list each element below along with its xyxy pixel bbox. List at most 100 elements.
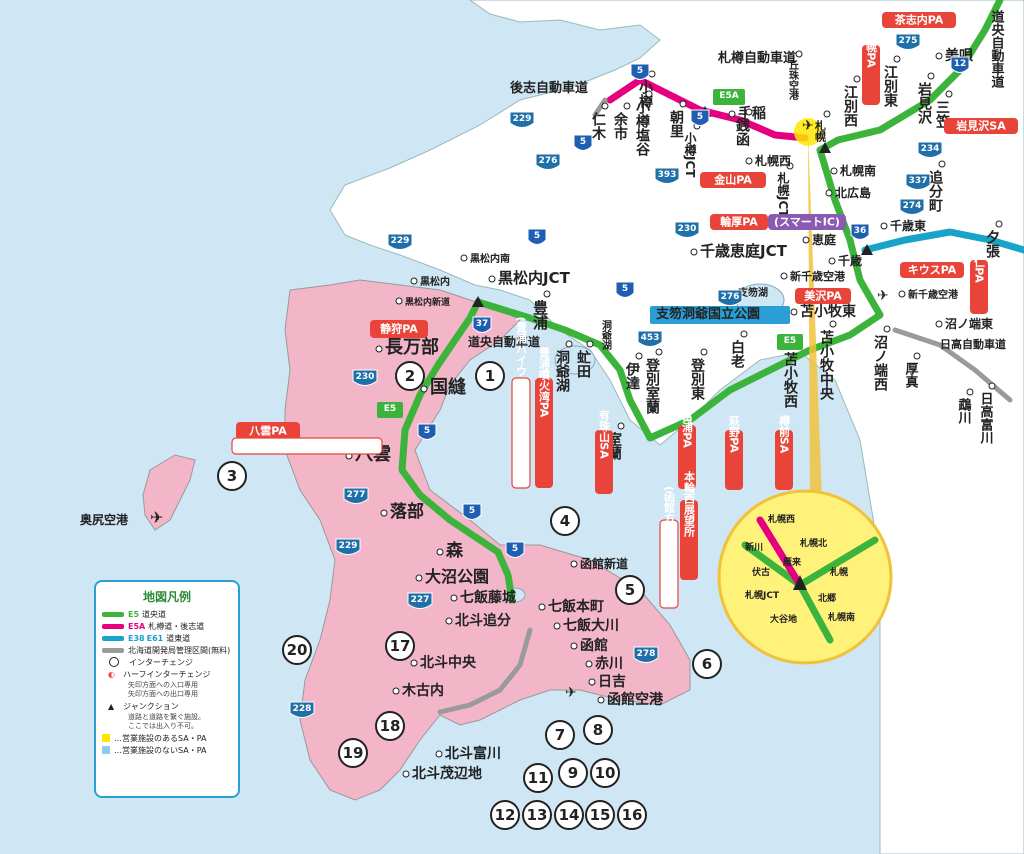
number-marker-19: 19 [343, 744, 364, 762]
number-marker-bg [375, 711, 405, 741]
place-label-date: 伊達 [624, 361, 641, 390]
half-ic-icon: ◐ [108, 669, 115, 679]
place-label-tomakomai-higashi: 苫小牧東 [800, 303, 856, 320]
facility-tarumae-sa: 樽前SA [778, 413, 791, 453]
ic-dot [883, 325, 891, 333]
facility-iwamizawa-sa: 岩見沢SA [955, 119, 1006, 133]
svg-text:✈: ✈ [150, 508, 163, 527]
facility-tags: 静狩PA八雲PA(八雲ハイウェイオアシス)豊浦噴火湾PA(豊浦ハイウェイオアシス… [231, 12, 1018, 609]
place-label-sasshi-expwy: 札樽自動車道 [717, 50, 796, 66]
legend-note: 矢印方面への出口専用 [128, 690, 198, 698]
place-label-nanae-fujishiro: 七飯藤城 [460, 589, 516, 606]
ic-dot [553, 622, 561, 630]
place-label-shikotsu-toya: 支笏洞爺国立公園 [655, 306, 760, 322]
legend-row-sa-with: …営業施設のあるSA・PA [102, 733, 232, 743]
facility-tag-bg [678, 425, 696, 489]
number-marker-14: 14 [559, 806, 580, 824]
number-marker-17: 17 [390, 637, 411, 655]
legend-label: …営業施設のあるSA・PA [114, 733, 207, 743]
number-marker-bg [338, 738, 368, 768]
number-marker-15: 15 [590, 806, 611, 824]
route-shield-bg [630, 63, 650, 80]
ic-dot [380, 509, 388, 517]
place-label-atsuma: 厚真 [903, 361, 919, 389]
ic-dot [648, 70, 656, 78]
ic-dot [450, 594, 458, 602]
legend-label: ジャンクション [123, 701, 179, 711]
route-shield-230: 230 [678, 224, 697, 234]
place-label-hokuto-chuo: 北斗中央 [420, 654, 477, 671]
facility-tag-bg [236, 422, 300, 440]
route-shield-bg [462, 503, 482, 520]
ic-dot [893, 55, 901, 63]
place-label-kuromatsunai-jct: 黒松内JCT [498, 269, 571, 287]
number-marker-bg [282, 635, 312, 665]
place-label-yoichi: 余市 [612, 111, 629, 141]
ic-dot [395, 297, 403, 305]
place-label-nanae-honcho: 七飯本町 [548, 598, 604, 615]
number-marker-bg [585, 800, 615, 830]
free-section-hakodate [437, 627, 533, 715]
number-marker-bg [490, 800, 520, 830]
number-marker-5: 5 [625, 581, 635, 599]
airplane-icon: ✈ [877, 288, 889, 304]
facility-tag-bg [725, 430, 743, 490]
place-label-numanohata-higashi: 沼ノ端東 [945, 316, 993, 331]
number-marker-bg [395, 361, 425, 391]
place-label-kita-hiroshima: 北広島 [835, 185, 871, 200]
number-marker-10: 10 [595, 764, 616, 782]
route-shield-bg [905, 173, 931, 190]
place-label-kuromatsunai: 黒松内 [420, 275, 450, 288]
number-marker-bg [617, 800, 647, 830]
facility-yuni-pa: 由仁PA [973, 244, 986, 283]
place-label-hiyoshi: 日吉 [598, 673, 626, 690]
place-label-toya-lake: 洞爺湖 [600, 319, 613, 351]
route-shield-453: 453 [641, 333, 660, 343]
number-marker-bg [692, 649, 722, 679]
ic-dot [570, 560, 578, 568]
number-marker-bg [554, 800, 584, 830]
route-shield-277: 277 [347, 490, 366, 500]
ic-dot [645, 90, 653, 98]
ic-dot [829, 320, 837, 328]
place-label-chitose-higashi: 千歳東 [890, 218, 926, 233]
route-shield-229: 229 [391, 236, 410, 246]
ic-dot [728, 110, 736, 118]
place-label-yubari: 夕張 [984, 229, 1000, 259]
facility-tag-bg [862, 45, 880, 105]
place-label-shiraoi: 白老 [729, 339, 745, 369]
ic-dot [445, 617, 453, 625]
ic-dot [795, 50, 803, 58]
place-label-hakodate-shindo: 函館新道 [580, 556, 628, 571]
route-shield-5: 5 [534, 231, 540, 241]
place-label-eniwa: 恵庭 [812, 232, 836, 247]
ic-dot [927, 72, 935, 80]
place-label-mori: 森 [446, 540, 464, 561]
ic-dot [410, 277, 418, 285]
place-label-akagawa: 赤川 [595, 656, 623, 672]
facility-smart-ic: (スマートIC) [774, 216, 840, 229]
route-shield-bg [637, 330, 663, 347]
place-label-hidaka-expwy: 日高自動車道 [940, 337, 1006, 351]
ic-dot [966, 388, 974, 396]
ic-icon [109, 657, 119, 667]
place-label-noboribetsu-muroran: 登別室蘭 [644, 357, 661, 415]
route-shield-bg [917, 141, 943, 158]
route-shield-bg [407, 592, 433, 609]
route-shield-5: 5 [622, 284, 628, 294]
route-shield-278: 278 [637, 649, 656, 659]
facility-tag-bg [659, 519, 679, 609]
ic-dot [745, 108, 753, 116]
ic-dot [913, 352, 921, 360]
route-shield-bg [690, 109, 710, 126]
legend-note: ここでは出入り不可。 [128, 722, 198, 730]
place-label-sapporo-jct: 札幌JCT [776, 171, 790, 219]
route-shield-227: 227 [411, 595, 430, 605]
inset-label: 北郷 [818, 592, 836, 604]
ic-dot [420, 385, 428, 393]
route-shield-12: 12 [954, 59, 967, 69]
facility-toyoura-pa: 豊浦噴火湾PA [538, 345, 551, 417]
legend-row-sa-without: …営業施設のないSA・PA [102, 745, 232, 755]
